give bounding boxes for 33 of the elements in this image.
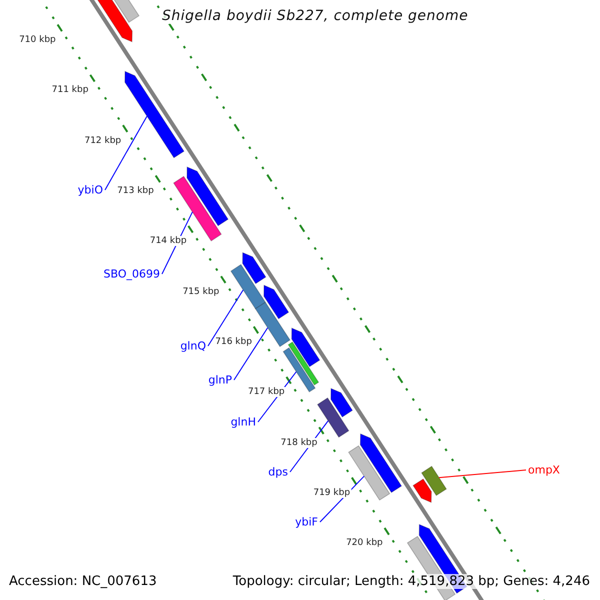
gene-feature — [282, 347, 316, 392]
scale-label: 718 kbp — [280, 438, 318, 448]
leader-line — [234, 327, 268, 380]
gene-label: dps — [268, 466, 288, 478]
scale-label: 720 kbp — [345, 538, 384, 548]
gene-label: glnH — [230, 416, 256, 428]
scale-label: 717 kbp — [246, 387, 286, 398]
gene-label: glnQ — [180, 340, 206, 352]
diagram-title: Shigella boydii Sb227, complete genome — [162, 8, 468, 24]
gene-label: ybiF — [295, 516, 318, 528]
gene-label: ybiO — [78, 184, 103, 196]
gene-feature — [348, 445, 390, 501]
accession-label: Accession: NC_007613 — [9, 574, 157, 589]
scale-label: 711 kbp — [50, 85, 90, 96]
scale-label: 714 kbp — [148, 236, 188, 246]
leader-line — [104, 116, 148, 190]
gene-feature — [316, 397, 350, 438]
leader-line — [162, 211, 193, 274]
gene-feature — [124, 70, 185, 158]
gene-label: ompX — [528, 464, 560, 476]
gene-feature — [230, 264, 266, 310]
genome-summary: Topology: circular; Length: 4,519,823 bp; Genes: 4,246 — [232, 574, 590, 589]
scale-label: 713 kbp — [116, 186, 155, 196]
scale-label: 719 kbp — [312, 488, 352, 498]
scale-label: 712 kbp — [83, 136, 122, 146]
gene-label: SBO_0699 — [104, 268, 160, 280]
leader-line — [208, 289, 244, 346]
gene-feature — [421, 466, 447, 496]
scale-label: 715 kbp — [182, 286, 220, 297]
scale-label: 710 kbp — [18, 34, 57, 45]
scale-label: 716 kbp — [214, 336, 253, 347]
gene-label: glnP — [208, 374, 232, 386]
gene-feature — [254, 302, 291, 348]
